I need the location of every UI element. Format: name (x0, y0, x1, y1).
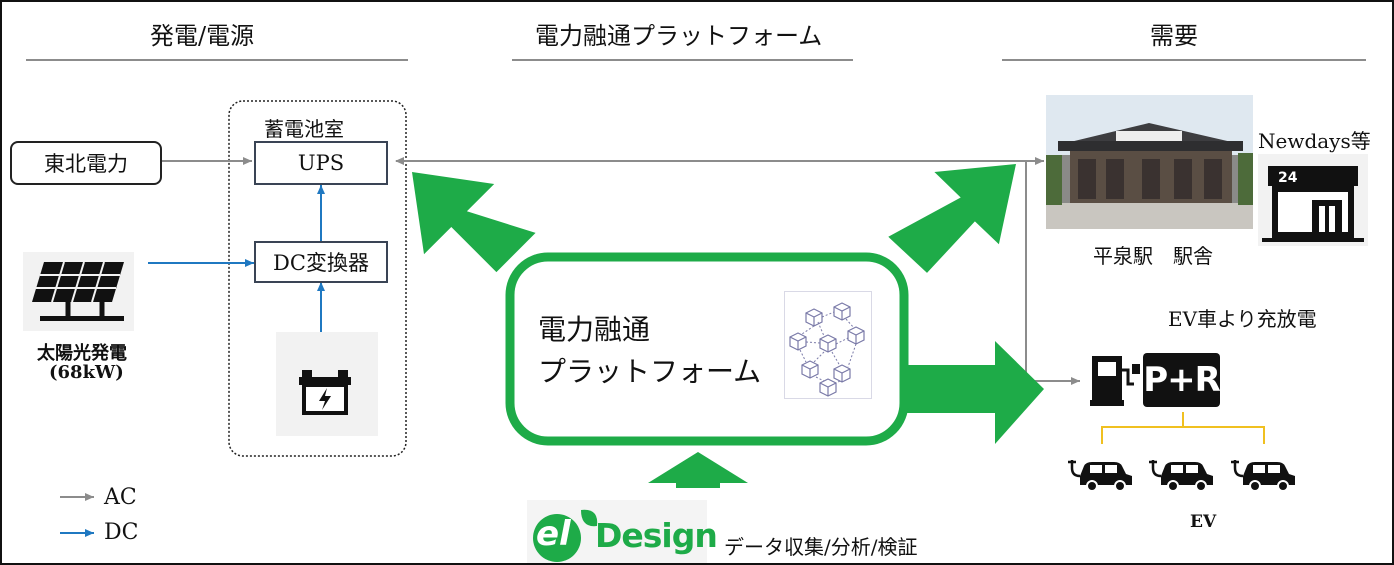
ev-charge-label: EV車より充放電 (1168, 307, 1317, 331)
ups-box: UPS (254, 141, 388, 185)
section-title-demand: 需要 (1150, 22, 1198, 50)
green-arrow-to-station (888, 164, 1016, 273)
car-icon (1149, 460, 1213, 492)
platform-label-line1: 電力融通 (538, 313, 651, 346)
green-arrow-to-ev (905, 341, 1044, 444)
green-arrow-from-eldesign (648, 452, 748, 488)
eldesign-logo-el: el (536, 514, 571, 554)
ev-label: EV (1190, 512, 1217, 532)
battery-connector-dot (309, 356, 333, 366)
eldesign-logo: el Design (527, 500, 718, 563)
tohoku-electric-box: 東北電力 (10, 141, 162, 185)
eldesign-logo-design: Design (595, 516, 718, 555)
station-label: 平泉駅 駅舎 (1093, 244, 1213, 268)
legend-dc-label: DC (104, 520, 139, 545)
park-and-ride-sign: P+R (1143, 353, 1221, 407)
eldesign-logo-mark (533, 509, 598, 562)
newdays-label: Newdays等 (1258, 129, 1371, 153)
solar-label: 太陽光発電 (37, 343, 127, 364)
solar-capacity: (68kW) (49, 362, 124, 383)
legend-ac-label: AC (104, 485, 137, 510)
car-icon (1068, 460, 1132, 492)
eldesign-caption: データ収集/分析/検証 (724, 535, 918, 559)
convenience-store-icon: 24 (1258, 154, 1368, 246)
blockchain-network-icon (784, 291, 872, 399)
section-title-platform: 電力融通プラットフォーム (535, 22, 823, 50)
platform-label-line2: プラットフォーム (538, 355, 762, 388)
ev-charger-icon (1090, 356, 1140, 406)
car-icon (1231, 460, 1295, 492)
solar-panel-icon (32, 261, 124, 321)
section-title-generation: 発電/電源 (150, 22, 255, 50)
battery-icon (299, 370, 351, 415)
station-photo (1046, 95, 1253, 229)
park-and-ride-text: P+R (1143, 360, 1221, 400)
green-arrow-to-ups (412, 172, 536, 273)
ev-bracket (1101, 426, 1265, 444)
battery-room-title: 蓄電池室 (264, 117, 344, 141)
svg-text:24: 24 (1278, 170, 1298, 186)
dc-converter-box: DC変換器 (254, 241, 388, 283)
